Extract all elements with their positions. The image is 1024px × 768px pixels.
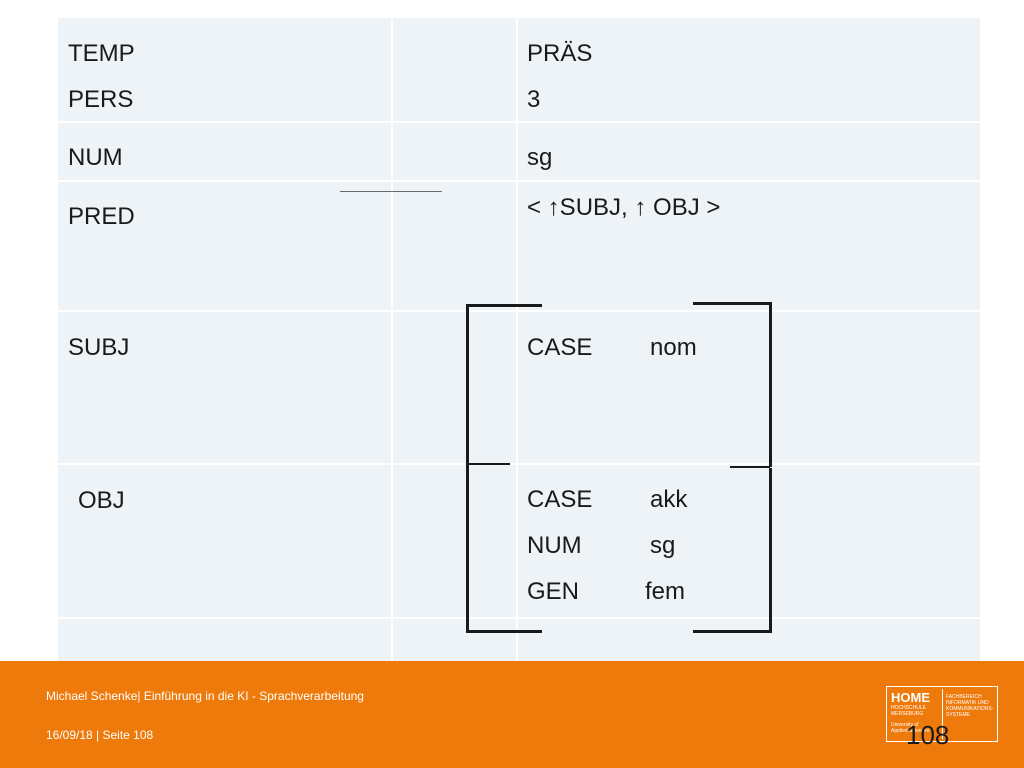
obj-left-bracket xyxy=(466,466,542,633)
table-row xyxy=(58,18,980,121)
value-pers: 3 xyxy=(527,86,541,113)
footer-title: Michael Schenke| Einführung in die KI - … xyxy=(46,689,364,703)
obj-right-bracket xyxy=(693,468,772,633)
feature-obj: OBJ xyxy=(78,487,125,514)
obj-gen-val: fem xyxy=(645,578,686,605)
feature-temp: TEMP xyxy=(68,40,135,67)
obj-gen-attr: GEN xyxy=(527,578,580,605)
subj-left-bracket-foot xyxy=(468,463,510,465)
subj-left-bracket xyxy=(466,304,542,467)
subj-case-attr: CASE xyxy=(527,334,593,361)
table-row xyxy=(58,619,980,663)
value-pred: < ↑SUBJ, ↑ OBJ > xyxy=(527,194,721,221)
subj-right-bracket-foot xyxy=(730,466,770,468)
table-row xyxy=(58,123,980,180)
pred-connector-line xyxy=(340,191,442,192)
table-row xyxy=(58,465,980,617)
feature-num: NUM xyxy=(68,144,123,171)
obj-num-attr: NUM xyxy=(527,532,582,559)
value-temp: PRÄS xyxy=(527,40,593,67)
footer-bar xyxy=(0,661,1024,768)
table-row xyxy=(58,312,980,463)
obj-case-val: akk xyxy=(650,486,688,513)
feature-subj: SUBJ xyxy=(68,334,130,361)
page-number: 108 xyxy=(906,720,950,750)
feature-pred: PRED xyxy=(68,203,135,230)
value-num: sg xyxy=(527,144,553,171)
f-structure-table xyxy=(58,18,980,663)
feature-pers: PERS xyxy=(68,86,134,113)
university-logo: HOME HOCHSCHULE MERSEBURG University of … xyxy=(886,686,998,742)
obj-num-val: sg xyxy=(650,532,676,559)
subj-right-bracket xyxy=(693,302,772,467)
footer-date-page: 16/09/18 | Seite 108 xyxy=(46,728,154,742)
obj-case-attr: CASE xyxy=(527,486,593,513)
subj-case-val: nom xyxy=(650,334,697,361)
table-row xyxy=(58,182,980,310)
